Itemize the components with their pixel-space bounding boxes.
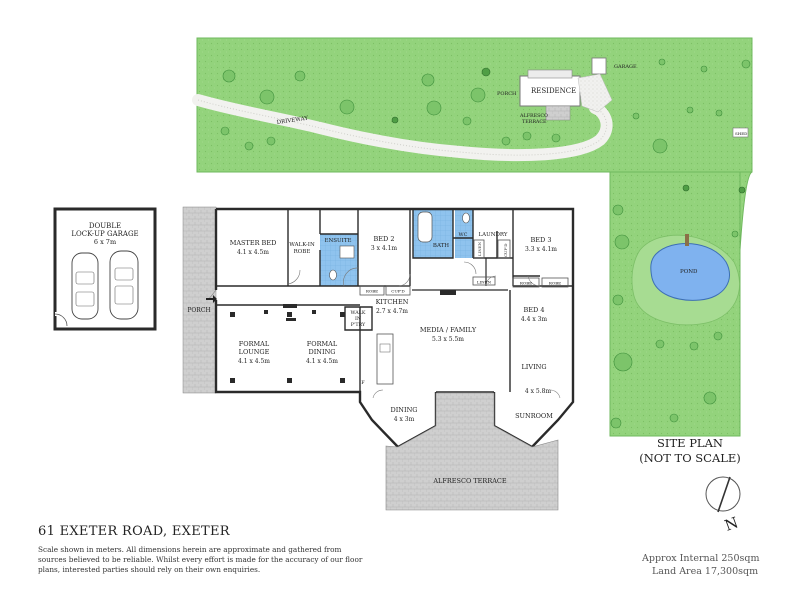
exterior-walls xyxy=(214,207,575,396)
porch-arrow xyxy=(206,295,217,303)
kitchen-name: KITCHEN xyxy=(376,298,409,306)
master-bed-name: MASTER BED xyxy=(230,239,277,247)
living-label: LIVING xyxy=(521,363,546,371)
internal-area: Approx Internal 250sqm xyxy=(642,553,760,564)
site-garage xyxy=(591,57,607,75)
site-trees xyxy=(220,58,751,429)
garage-title-1: DOUBLE xyxy=(89,222,121,230)
bed2-dims: 3 x 4.1m xyxy=(371,245,398,252)
media-family-name: MEDIA / FAMILY xyxy=(420,326,477,334)
site-shed-label: SHED xyxy=(735,131,747,136)
site-shed xyxy=(732,127,749,138)
formal-lounge-dims: 4.1 x 4.5m xyxy=(238,358,270,365)
wir-label-1: WALK-IN xyxy=(289,242,315,248)
sunroom-dims: 4 x 5.8m xyxy=(525,388,552,395)
formal-dining-name: FORMAL xyxy=(307,340,338,348)
kitchen-bench xyxy=(376,333,394,385)
garage-title-2: LOCK-UP GARAGE xyxy=(71,230,138,238)
site-plan-title-line1: SITE PLAN xyxy=(657,436,723,450)
garage-plan: DOUBLE LOCK-UP GARAGE 6 x 7m xyxy=(53,207,157,331)
formal-dining-dims: 4.1 x 4.5m xyxy=(306,358,338,365)
pond-water xyxy=(650,243,731,301)
site-garage-label: GARAGE xyxy=(614,64,637,70)
master-bed-dims: 4.1 x 4.5m xyxy=(237,249,269,256)
north-arrow-icon xyxy=(717,476,731,513)
bed3-dims: 3.3 x 4.1m xyxy=(525,246,557,253)
land-area: Land Area 17,300sqm xyxy=(652,566,759,577)
bed2-name: BED 2 xyxy=(374,235,395,243)
media-family-dims: 5.3 x 5.5m xyxy=(432,336,464,343)
pantry-label-3: P'TRY xyxy=(351,322,366,328)
compass-label: N xyxy=(722,513,740,534)
kitchen-dims: 2.7 x 4.7m xyxy=(376,308,408,315)
residence-label: RESIDENCE xyxy=(531,87,576,95)
pond-label: POND xyxy=(680,269,698,275)
site-plan-title: SITE PLAN (NOT TO SCALE) xyxy=(630,436,750,466)
ensuite-label: ENSUITE xyxy=(324,238,351,244)
property-address: 61 EXETER ROAD, EXETER xyxy=(38,524,230,539)
door-swings xyxy=(207,261,561,399)
site-porch-label: PORCH xyxy=(497,91,517,97)
bed3-name: BED 3 xyxy=(531,236,552,244)
house-floor-plan: MASTER BED 4.1 x 4.5m WALK-IN ROBE ENSUI… xyxy=(182,206,575,511)
sunroom-name: SUNROOM xyxy=(515,412,553,420)
car-left xyxy=(71,252,99,320)
formal-lounge-name: FORMAL xyxy=(239,340,270,348)
porch-label: PORCH xyxy=(187,307,210,314)
site-alfresco-label: ALFRESCO xyxy=(519,113,548,119)
residence-roof xyxy=(519,75,581,107)
wir-label-2: ROBE xyxy=(294,249,311,255)
robe-label-3: ROBE xyxy=(549,281,561,286)
linen-label-v: LINEN xyxy=(477,241,482,256)
pantry-label-2: IN xyxy=(355,316,361,322)
dining-dims: 4 x 3m xyxy=(394,416,415,423)
site-terrace-label: TERRACE xyxy=(522,119,547,125)
ensuite-tiles xyxy=(320,234,358,286)
robe-label-2: ROBE xyxy=(520,281,532,286)
fridge-label: F xyxy=(361,380,365,386)
bed4-name: BED 4 xyxy=(524,306,545,314)
wc-label: WC xyxy=(459,232,468,238)
interior-walls xyxy=(216,209,573,392)
bath-label: BATH xyxy=(433,243,449,249)
formal-lounge-name2: LOUNGE xyxy=(239,348,270,356)
pantry-label-1: WALK xyxy=(351,310,366,316)
garage-dims: 6 x 7m xyxy=(94,238,116,246)
site-plan: DRIVEWAY RESIDENCE PORCH ALFRESCO TERRAC… xyxy=(192,37,753,437)
car-right xyxy=(109,250,139,320)
site-plan-title-line2: (NOT TO SCALE) xyxy=(639,451,741,465)
cupd-label-2: CUP'D xyxy=(391,289,404,294)
linen-label-2: LINEN xyxy=(477,280,492,285)
bed4-dims: 4.4 x 3m xyxy=(521,316,548,323)
cupd-label-v: CUP'D xyxy=(503,244,508,257)
laundry-label: LAUNDRY xyxy=(478,232,507,238)
columns xyxy=(230,290,456,383)
driveway-label: DRIVEWAY xyxy=(276,116,308,126)
disclaimer: Scale shown in meters. All dimensions he… xyxy=(38,545,363,574)
robe-label-1: ROBE xyxy=(366,289,378,294)
alfresco-terrace-label: ALFRESCO TERRACE xyxy=(432,477,507,485)
north-compass: N xyxy=(705,476,741,535)
formal-dining-name2: DINING xyxy=(309,348,336,356)
alfresco-terrace xyxy=(385,392,559,511)
dining-name: DINING xyxy=(391,406,418,414)
